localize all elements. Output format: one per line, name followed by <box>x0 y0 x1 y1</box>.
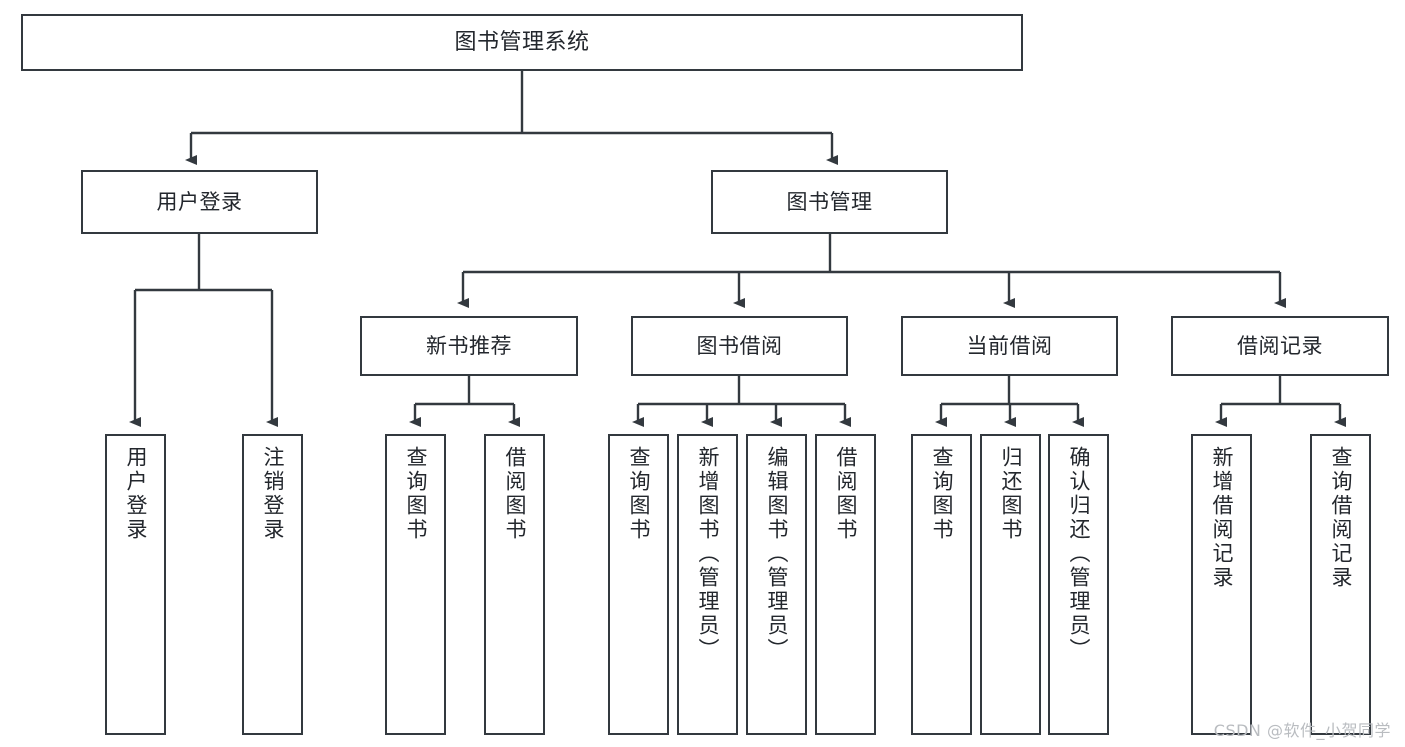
leaf-newbook-borrow-book[interactable]: 借阅图书 <box>484 434 545 735</box>
node-label: 借阅图书 <box>503 446 527 542</box>
node-label: 用户登录 <box>156 189 243 214</box>
leaf-bookborrow-borrow-book[interactable]: 借阅图书 <box>815 434 876 735</box>
node-label: 新书推荐 <box>426 333 512 358</box>
node-root-book-management-system[interactable]: 图书管理系统 <box>21 14 1023 71</box>
node-book-management[interactable]: 图书管理 <box>711 170 948 234</box>
leaf-bookborrow-query-book[interactable]: 查询图书 <box>608 434 669 735</box>
node-label: 新增图书（管理员） <box>696 446 720 662</box>
node-label: 用户登录 <box>124 446 148 542</box>
node-label: 借阅记录 <box>1237 333 1323 358</box>
node-user-login[interactable]: 用户登录 <box>81 170 318 234</box>
node-new-book-recommend[interactable]: 新书推荐 <box>360 316 578 376</box>
leaf-borrowrecord-query-record[interactable]: 查询借阅记录 <box>1310 434 1371 735</box>
node-label: 图书管理系统 <box>454 29 590 55</box>
node-label: 新增借阅记录 <box>1210 446 1234 590</box>
node-label: 图书管理 <box>786 189 873 214</box>
leaf-newbook-query-book[interactable]: 查询图书 <box>385 434 446 735</box>
leaf-borrowrecord-add-record[interactable]: 新增借阅记录 <box>1191 434 1252 735</box>
node-label: 编辑图书（管理员） <box>765 446 789 662</box>
node-current-borrow[interactable]: 当前借阅 <box>901 316 1118 376</box>
node-label: 借阅图书 <box>834 446 858 542</box>
node-label: 当前借阅 <box>966 333 1053 358</box>
node-label: 查询图书 <box>930 446 954 542</box>
leaf-logout[interactable]: 注销登录 <box>242 434 303 735</box>
node-label: 确认归还（管理员） <box>1067 446 1091 662</box>
node-label: 查询借阅记录 <box>1329 446 1353 590</box>
node-label: 查询图书 <box>627 446 651 542</box>
node-borrow-record[interactable]: 借阅记录 <box>1171 316 1389 376</box>
node-label: 图书借阅 <box>696 333 783 358</box>
leaf-bookborrow-add-book-admin[interactable]: 新增图书（管理员） <box>677 434 738 735</box>
leaf-currentborrow-confirm-return-admin[interactable]: 确认归还（管理员） <box>1048 434 1109 735</box>
leaf-bookborrow-edit-book-admin[interactable]: 编辑图书（管理员） <box>746 434 807 735</box>
leaf-currentborrow-return-book[interactable]: 归还图书 <box>980 434 1041 735</box>
node-label: 查询图书 <box>404 446 428 542</box>
node-book-borrow[interactable]: 图书借阅 <box>631 316 848 376</box>
leaf-currentborrow-query-book[interactable]: 查询图书 <box>911 434 972 735</box>
leaf-user-login[interactable]: 用户登录 <box>105 434 166 735</box>
node-label: 归还图书 <box>999 446 1023 542</box>
node-label: 注销登录 <box>261 446 285 542</box>
